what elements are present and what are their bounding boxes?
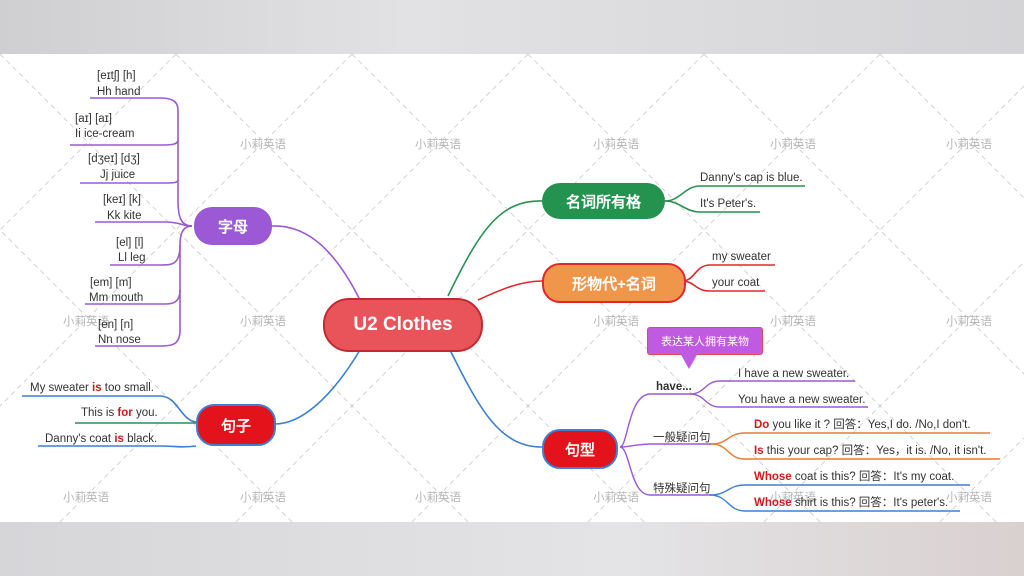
center-node[interactable]: U2 Clothes (323, 298, 483, 352)
special-question-connectors (709, 484, 970, 512)
letters-node[interactable]: 字母 (194, 207, 272, 245)
watermark: 小莉英语 (415, 492, 461, 504)
question-keyword: Is (754, 445, 764, 457)
general-question-item: Do you like it ? 回答：Yes,I do. /No,I don'… (754, 418, 971, 432)
watermark: 小莉英语 (593, 139, 639, 151)
sentence-text: black. (123, 433, 158, 445)
letter-phonetic: [em] [m] (90, 277, 132, 289)
letter-phonetic: [aɪ] [aɪ] (75, 113, 112, 125)
letter-words: Ii ice-cream (75, 128, 135, 140)
letter-phonetic: [keɪ] [k] (103, 194, 141, 206)
center-label: U2 Clothes (353, 314, 453, 335)
watermark: 小莉英语 (946, 139, 992, 151)
letter-phonetic: [eɪtʃ] [h] (97, 70, 136, 82)
have-label: have... (656, 381, 692, 393)
letters-label: 字母 (217, 218, 248, 236)
sentence-item: This is for you. (81, 406, 158, 420)
watermark: 小莉英语 (63, 492, 109, 504)
sentence-item: My sweater is too small. (30, 381, 154, 395)
sentence-text: Danny's coat (45, 433, 115, 445)
callout-tail (680, 353, 698, 369)
question-keyword: Whose (754, 471, 792, 483)
sentence-text: you. (132, 407, 158, 419)
adjpron-item: my sweater (712, 251, 771, 263)
sentence-text: too small. (101, 382, 155, 394)
general-question-item: Is this your cap? 回答：Yes，it is. /No, it … (754, 444, 987, 458)
letter-phonetic: [en] [n] (98, 319, 134, 331)
possessive-item: It's Peter's. (700, 198, 757, 210)
sentences-label: 句子 (220, 417, 251, 435)
letter-words: Hh hand (97, 86, 141, 98)
adjpron-node[interactable]: 形物代+名词 (542, 263, 686, 303)
letter-words: Ll leg (118, 252, 146, 264)
letter-words: Jj juice (100, 169, 136, 181)
watermark: 小莉英语 (770, 316, 816, 328)
question-text: this your cap? 回答：Yes，it is. /No, it isn… (763, 445, 987, 457)
letters-connectors (70, 97, 361, 347)
sentence-text: My sweater (30, 382, 92, 394)
possessive-label: 名词所有格 (565, 193, 641, 211)
watermark: 小莉英语 (946, 316, 992, 328)
letter-words: Mm mouth (89, 292, 144, 304)
watermark: 小莉英语 (593, 492, 639, 504)
watermark: 小莉英语 (770, 139, 816, 151)
sentence-keyword: for (117, 407, 133, 419)
special-question-item: Whose shirt is this? 回答：It's peter's. (754, 496, 948, 510)
sentences-connectors (22, 349, 361, 448)
question-text: you like it ? 回答：Yes,I do. /No,I don't. (769, 419, 971, 431)
watermark: 小莉英语 (770, 492, 816, 504)
sentence-item: Danny's coat is black. (45, 432, 157, 446)
possessive-item: Danny's cap is blue. (700, 172, 803, 184)
possessive-connectors (447, 185, 805, 297)
watermark: 小莉英语 (240, 139, 286, 151)
have-item: You have a new sweater. (738, 394, 866, 406)
watermark: 小莉英语 (946, 492, 992, 504)
watermark: 小莉英语 (240, 316, 286, 328)
patterns-sub-connectors (619, 380, 868, 496)
patterns-node[interactable]: 句型 (542, 429, 618, 469)
mindmap-canvas (0, 54, 1024, 522)
letter-words: Nn nose (98, 334, 141, 346)
have-item: I have a new sweater. (738, 368, 850, 380)
question-keyword: Do (754, 419, 770, 431)
bottom-band (0, 522, 1024, 576)
watermark: 小莉英语 (593, 316, 639, 328)
general-question-connectors (711, 432, 1000, 460)
question-text: coat is this? 回答：It's my coat. (791, 471, 955, 483)
top-band (0, 0, 1024, 54)
patterns-connectors (449, 349, 543, 448)
letter-phonetic: [el] [l] (116, 237, 144, 249)
possessive-node[interactable]: 名词所有格 (542, 183, 665, 219)
adjpron-label: 形物代+名词 (572, 275, 656, 293)
watermark: 小莉英语 (240, 492, 286, 504)
patterns-label: 句型 (564, 441, 595, 459)
callout-note: 表达某人拥有某物 (647, 327, 763, 355)
sentence-keyword: is (114, 433, 124, 445)
letter-words: Kk kite (107, 210, 142, 222)
sentence-text: This is (81, 407, 118, 419)
sentence-keyword: is (92, 382, 102, 394)
adjpron-item: your coat (712, 277, 760, 289)
question-keyword: Whose (754, 497, 792, 509)
sentences-node[interactable]: 句子 (196, 404, 276, 446)
letter-phonetic: [dʒeɪ] [dʒ] (88, 153, 140, 165)
watermark: 小莉英语 (63, 316, 109, 328)
question-text: shirt is this? 回答：It's peter's. (791, 497, 949, 509)
special-question-label: 特殊疑问句 (653, 483, 711, 495)
watermark: 小莉英语 (415, 139, 461, 151)
general-question-label: 一般疑问句 (653, 432, 711, 444)
special-question-item: Whose coat is this? 回答：It's my coat. (754, 470, 954, 484)
